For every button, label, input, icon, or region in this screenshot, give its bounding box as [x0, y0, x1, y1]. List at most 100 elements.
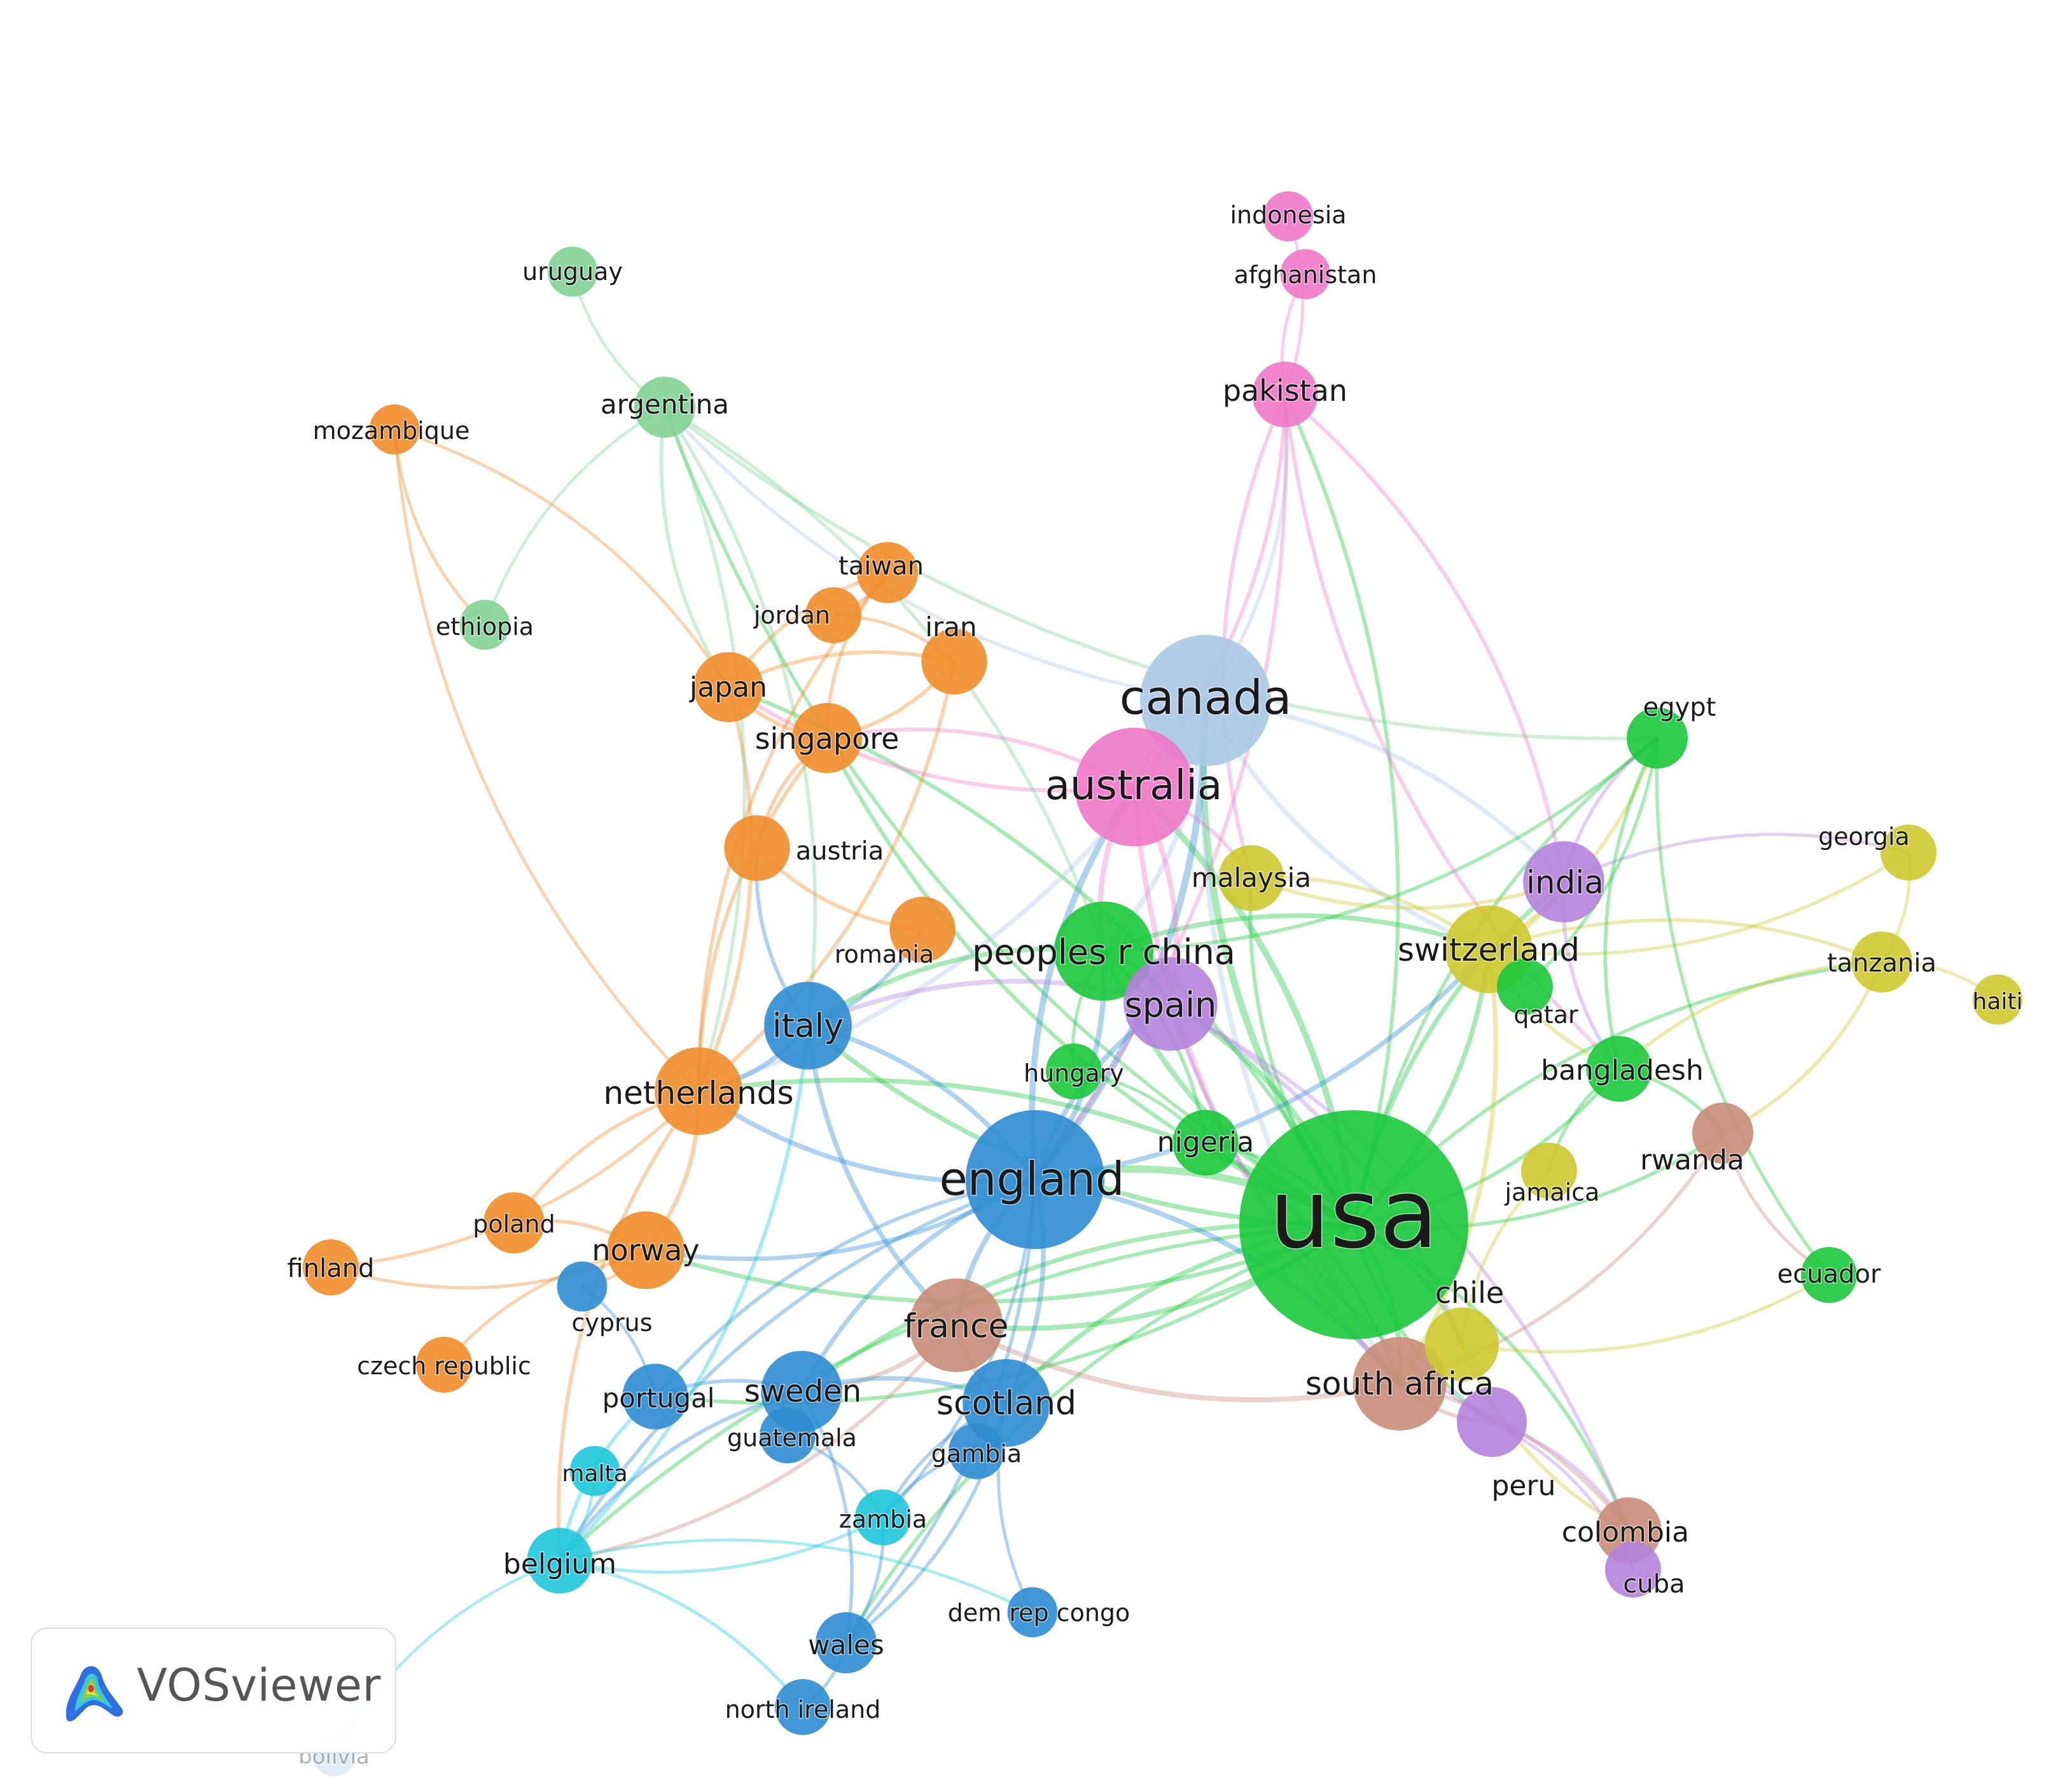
node-norway[interactable]: [607, 1211, 685, 1289]
label-indonesia: indonesia: [1230, 201, 1346, 229]
node-egypt[interactable]: [1627, 707, 1688, 769]
node-canada[interactable]: [1139, 634, 1272, 767]
node-romania[interactable]: [889, 896, 956, 963]
label-nigeria: nigeria: [1157, 1126, 1254, 1159]
node-australia[interactable]: [1074, 727, 1194, 847]
node-iran[interactable]: [921, 629, 987, 695]
node-qatar[interactable]: [1497, 959, 1553, 1015]
node-tanzania[interactable]: [1851, 931, 1912, 993]
label-italy: italy: [772, 1007, 844, 1045]
label-uruguay: uruguay: [522, 258, 623, 286]
node-cyprus[interactable]: [557, 1261, 608, 1312]
node-malta[interactable]: [569, 1446, 620, 1496]
label-netherlands: netherlands: [603, 1075, 793, 1112]
node-gambia[interactable]: [949, 1423, 1005, 1479]
node-spain[interactable]: [1123, 957, 1218, 1051]
node-peru[interactable]: [1457, 1387, 1527, 1457]
label-austria: austria: [796, 837, 884, 866]
edge-pakistan-england: [1033, 394, 1288, 1181]
node-malaysia[interactable]: [1218, 845, 1284, 911]
label-malaysia: malaysia: [1192, 862, 1311, 893]
node-bangladesh[interactable]: [1586, 1036, 1652, 1102]
node-north-ireland[interactable]: [775, 1679, 831, 1735]
node-netherlands[interactable]: [655, 1047, 742, 1135]
edge-argentina-ethiopia: [483, 405, 666, 625]
node-italy[interactable]: [764, 982, 852, 1070]
node-guatemala[interactable]: [760, 1407, 816, 1463]
node-afghanistan[interactable]: [1280, 249, 1331, 300]
edge-belgium-italy: [558, 1025, 810, 1563]
node-georgia[interactable]: [1881, 825, 1936, 881]
edge-malaysia-india: [1250, 876, 1564, 910]
node-peoples-r-china[interactable]: [1054, 902, 1153, 1001]
node-dem-rep-congo[interactable]: [1007, 1587, 1058, 1638]
node-england[interactable]: [965, 1110, 1105, 1250]
label-malta: malta: [562, 1461, 627, 1487]
node-zambia[interactable]: [855, 1489, 911, 1545]
node-chile[interactable]: [1424, 1307, 1499, 1382]
label-poland: poland: [473, 1210, 555, 1238]
label-qatar: qatar: [1513, 1001, 1578, 1029]
node-rwanda[interactable]: [1692, 1103, 1753, 1164]
label-bangladesh: bangladesh: [1541, 1054, 1704, 1087]
node-ethiopia[interactable]: [459, 599, 510, 650]
edge-switzerland-tanzania: [1488, 918, 1883, 964]
edge-argentina-netherlands: [663, 406, 746, 1092]
label-colombia: colombia: [1562, 1516, 1689, 1549]
node-singapore[interactable]: [792, 703, 862, 773]
node-india[interactable]: [1523, 841, 1604, 923]
node-hungary[interactable]: [1046, 1043, 1102, 1099]
edge-pakistan-india: [1284, 393, 1566, 882]
node-portugal[interactable]: [622, 1363, 688, 1430]
node-jamaica[interactable]: [1521, 1143, 1577, 1199]
node-argentina[interactable]: [634, 377, 695, 438]
node-south-africa[interactable]: [1352, 1337, 1447, 1431]
node-cuba[interactable]: [1605, 1542, 1661, 1598]
label-ecuador: ecuador: [1777, 1260, 1881, 1289]
edge-tanzania-rwanda: [1721, 961, 1884, 1135]
node-haiti[interactable]: [1972, 974, 2023, 1025]
node-jordan[interactable]: [805, 587, 861, 643]
label-taiwan: taiwan: [838, 552, 924, 581]
node-nigeria[interactable]: [1172, 1110, 1239, 1176]
node-indonesia[interactable]: [1263, 191, 1314, 242]
label-peoples-r-china: peoples r china: [972, 932, 1235, 972]
node-poland[interactable]: [483, 1192, 545, 1253]
label-chile: chile: [1435, 1276, 1504, 1310]
node-czech-republic[interactable]: [416, 1337, 472, 1393]
label-zambia: zambia: [839, 1505, 927, 1533]
edge-argentina-egypt: [664, 405, 1658, 741]
node-mozambique[interactable]: [369, 404, 420, 455]
node-france[interactable]: [909, 1278, 1003, 1372]
label-hungary: hungary: [1024, 1059, 1124, 1087]
label-australia: australia: [1045, 762, 1223, 809]
label-jamaica: jamaica: [1505, 1178, 1600, 1206]
node-taiwan[interactable]: [857, 542, 918, 603]
vosviewer-logo-text: VOSviewer: [137, 1659, 381, 1711]
node-austria[interactable]: [724, 815, 790, 881]
edge-argentina-japan: [659, 407, 730, 688]
node-japan[interactable]: [693, 652, 763, 722]
label-georgia: georgia: [1818, 823, 1910, 851]
node-wales[interactable]: [816, 1612, 877, 1673]
edge-france-south-africa: [955, 1323, 1400, 1403]
node-finland[interactable]: [303, 1239, 359, 1295]
edge-egypt-bangladesh: [1603, 737, 1659, 1070]
edge-france-belgium: [559, 1324, 958, 1563]
node-pakistan[interactable]: [1252, 361, 1318, 428]
edge-netherlands-japan: [697, 686, 754, 1092]
edge-sweden-belgium: [558, 1390, 802, 1562]
edge-peoples-r-china-egypt: [1103, 736, 1658, 953]
edge-belgium-dem-rep-congo: [559, 1538, 1034, 1614]
node-usa[interactable]: [1239, 1110, 1468, 1339]
label-peru: peru: [1492, 1470, 1556, 1502]
node-uruguay[interactable]: [547, 246, 598, 297]
edge-switzerland-georgia: [1488, 851, 1910, 956]
edge-india-georgia: [1562, 832, 1909, 884]
label-norway: norway: [592, 1233, 699, 1267]
node-ecuador[interactable]: [1801, 1247, 1857, 1303]
edge-canada-argentina: [663, 406, 1206, 702]
node-belgium[interactable]: [527, 1528, 593, 1594]
